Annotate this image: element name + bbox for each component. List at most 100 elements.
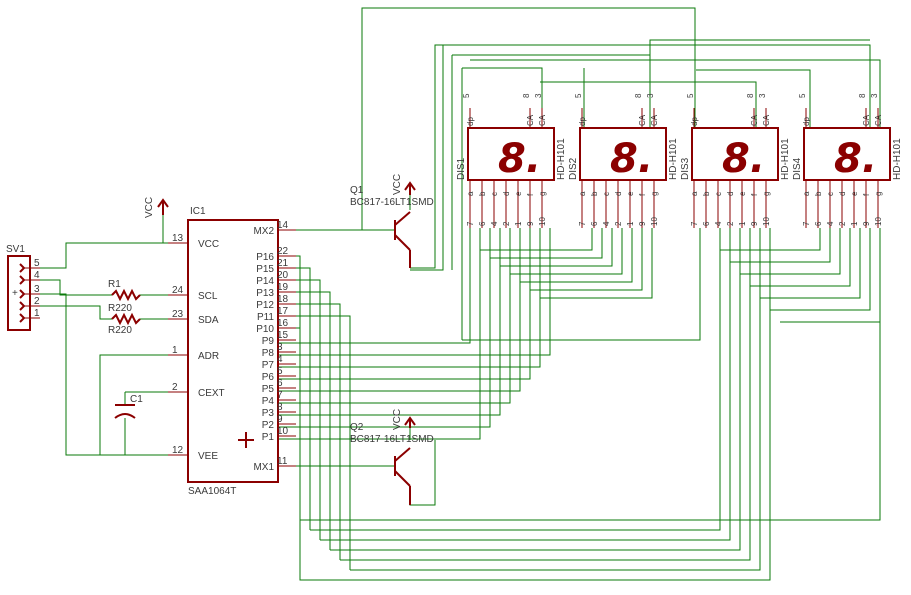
- ic-pin-number: 22: [277, 246, 289, 257]
- display-pin-name: g: [762, 192, 771, 196]
- display-pin-name: d: [614, 192, 623, 196]
- display-pin-number: 6: [478, 221, 487, 226]
- ic-pin-number: 8: [277, 402, 283, 413]
- ic-pin-name: P1: [262, 432, 275, 443]
- ic-pin-name: SDA: [198, 315, 219, 326]
- display-pin-number: 4: [826, 221, 835, 226]
- display-pin-name: c: [602, 192, 611, 196]
- display-pin-number: 8: [746, 93, 755, 98]
- transistor-collector: [394, 211, 411, 226]
- connector-pin-number: 5: [34, 258, 40, 269]
- ic-pin-name: ADR: [198, 351, 219, 362]
- display-pin-number: 2: [614, 221, 623, 226]
- vcc-symbol-q2: VCC: [392, 409, 416, 430]
- wire-scl-in: [40, 279, 112, 296]
- wire-p12: [278, 303, 341, 560]
- display-pin-number: 3: [534, 93, 543, 98]
- display-body: [803, 127, 891, 181]
- resistor-r1: R1 R220: [108, 279, 141, 314]
- ic-pin-name: VCC: [198, 239, 219, 250]
- ic-pin-name: P15: [256, 264, 274, 275]
- display-pin-number: 2: [502, 221, 511, 226]
- bus-r-g: [780, 228, 881, 323]
- ic-pin-name: VEE: [198, 451, 218, 462]
- transistor-q1-ref: Q1: [350, 185, 364, 196]
- display-pin-number: 3: [758, 93, 767, 98]
- bus-a-1: [480, 228, 593, 251]
- display-pin-number: 3: [870, 93, 879, 98]
- ic-ref: IC1: [190, 206, 206, 217]
- display-pin-number: 10: [874, 217, 883, 226]
- display-body: [467, 127, 555, 181]
- capacitor-plate-bottom: [114, 413, 136, 419]
- transistor-q2-ref: Q2: [350, 422, 364, 433]
- ic-pin-number: 9: [277, 414, 283, 425]
- display-pin-name: CA: [750, 114, 759, 126]
- display-pin-number: 1: [626, 221, 635, 226]
- ic-pin-name: P8: [262, 348, 275, 359]
- display-pin-number: 8: [858, 93, 867, 98]
- display-pin-name: b: [702, 191, 711, 196]
- display-pin-number: 7: [802, 221, 811, 226]
- ic-pin-number: 23: [172, 309, 184, 320]
- ic-pin-name: P14: [256, 276, 274, 287]
- display-pin-name: f: [526, 193, 535, 196]
- vcc-label-q2: VCC: [392, 409, 403, 430]
- wire-p2: [278, 228, 491, 428]
- display-pin-name: CA: [526, 114, 535, 126]
- vcc-label-ic: VCC: [144, 197, 155, 218]
- display-pin-number: 6: [814, 221, 823, 226]
- display-value: HD-H101: [668, 138, 679, 180]
- transistor-q1: Q1 BC817-16LT1SMD: [350, 185, 434, 268]
- bus-c-1: [500, 228, 613, 267]
- display-body: [691, 127, 779, 181]
- connector-pin-icon: [19, 263, 26, 273]
- bus-r-c: [740, 228, 841, 275]
- wire-ca-dis4: [696, 69, 811, 128]
- capacitor-c1: C1: [114, 394, 143, 419]
- ic-pin-name: SCL: [198, 291, 218, 302]
- display-pin-name: CA: [538, 114, 547, 126]
- ic-pin-name: P2: [262, 420, 275, 431]
- wire-ca-dis3: [540, 81, 757, 128]
- display-glyph: 8.: [498, 136, 541, 182]
- bus-b-1: [490, 228, 603, 259]
- connector-pin-number: 1: [34, 308, 40, 319]
- display-pin-name: c: [490, 192, 499, 196]
- ic-pin-number: 11: [277, 456, 288, 467]
- connector-pin-icon: [19, 301, 26, 311]
- display-ref: DIS1: [456, 157, 467, 180]
- display-pin-name: CA: [874, 114, 883, 126]
- ic-pin-name: MX1: [253, 462, 274, 473]
- bus-low-2: [310, 228, 721, 531]
- display-pin-name: a: [578, 191, 587, 196]
- display-pin-name: b: [478, 191, 487, 196]
- display-pin-name: CA: [862, 114, 871, 126]
- display-pin-number: 5: [574, 93, 583, 98]
- bus-low-1: [360, 228, 881, 521]
- display-body: [579, 127, 667, 181]
- connector-plus: +: [12, 288, 18, 299]
- display-pin-number: 5: [462, 93, 471, 98]
- display-pin-name: e: [514, 191, 523, 196]
- display-pin-number: 2: [838, 221, 847, 226]
- wire-dp-top: [470, 59, 881, 128]
- ic-pin-name: P16: [256, 252, 274, 263]
- display-pin-name: f: [862, 193, 871, 196]
- connector-pin-icon: [19, 313, 26, 323]
- display-pin-name: d: [726, 192, 735, 196]
- ic-saa1064: IC1 SAA1064T VCC13SCL24SDA23ADR1CEXT2VEE…: [168, 206, 296, 497]
- connector-pin-number: 4: [34, 270, 40, 281]
- wire-sda-in: [40, 305, 112, 320]
- ic-pin-name: P4: [262, 396, 275, 407]
- transistor-q2: Q2 BC817-16LT1SMD: [350, 422, 434, 505]
- wire-vcc: [40, 242, 188, 269]
- display-pin-name: c: [714, 192, 723, 196]
- transistor-q2-value: BC817-16LT1SMD: [350, 434, 434, 445]
- vcc-symbol-ic: VCC: [144, 197, 169, 218]
